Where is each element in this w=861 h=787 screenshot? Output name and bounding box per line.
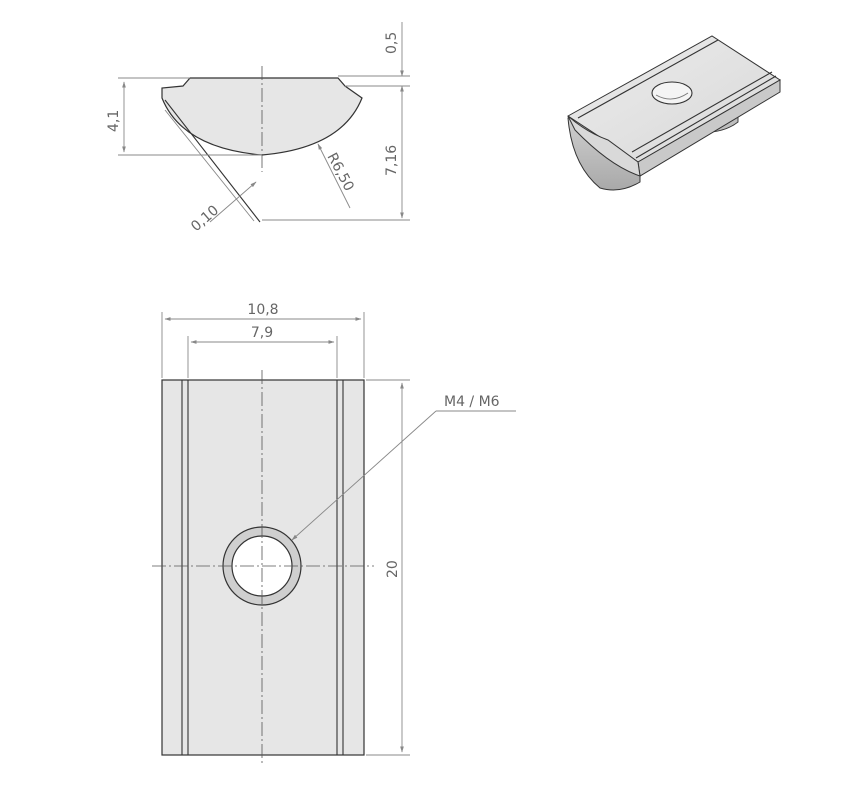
side-profile-view: 0,5 4,1 7,16 R6,50 0,10	[106, 22, 410, 235]
iso-groove-2	[631, 71, 773, 153]
iso-groove-3	[635, 75, 777, 159]
thread-callout-label: M4 / M6	[444, 394, 500, 410]
iso-hole	[651, 81, 693, 105]
dim-0-10-line	[209, 181, 257, 223]
dim-10-8-label: 10,8	[247, 302, 278, 318]
dim-0-10-label: 0,10	[188, 202, 222, 235]
taper-line	[164, 99, 261, 223]
top-view: 10,8 7,9 20 M4 / M6	[152, 302, 516, 765]
radius-leader	[317, 143, 351, 209]
iso-hole-inner	[655, 92, 689, 100]
dim-20-label: 20	[385, 560, 401, 578]
radius-label: R6,50	[323, 150, 356, 194]
taper-ext-line	[164, 109, 255, 222]
dim-7-9-label: 7,9	[251, 325, 273, 341]
iso-front-lip	[567, 115, 641, 177]
dim-7-16-label: 7,16	[384, 145, 400, 176]
dim-4-1-label: 4,1	[106, 110, 122, 132]
thread-leader	[291, 410, 437, 541]
isometric-view	[567, 35, 781, 191]
iso-groove-1	[577, 39, 719, 119]
dim-0-5-label: 0,5	[384, 32, 400, 54]
